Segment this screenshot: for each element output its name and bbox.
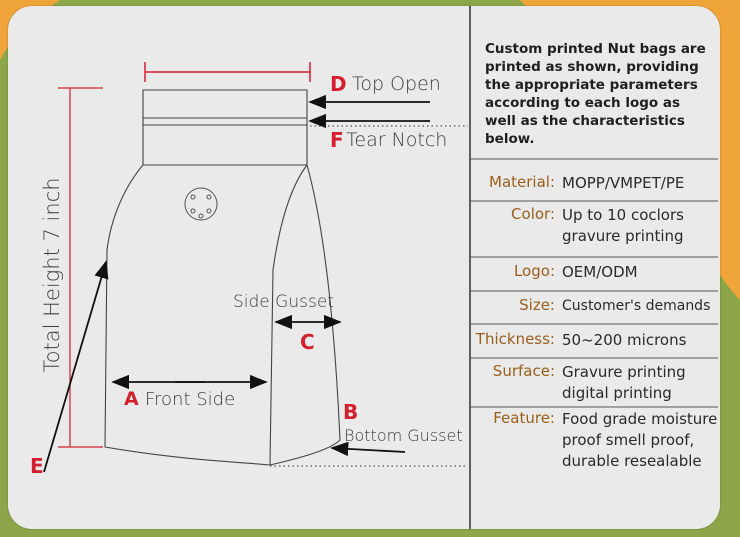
- top-open-letter: D: [330, 72, 347, 96]
- front-side-letter: A: [124, 388, 139, 410]
- side-gusset-label: Side Gusset: [233, 292, 334, 312]
- height-letter: E: [30, 454, 44, 478]
- spec-value: Customer's demands: [562, 298, 711, 314]
- spec-key: Surface:: [492, 362, 555, 380]
- spec-value: 50~200 microns: [562, 331, 687, 349]
- spec-value: Food grade moisture proof smell proof, d…: [562, 410, 718, 470]
- front-side-label: Front Side: [145, 389, 236, 410]
- spec-key: Size:: [519, 296, 555, 314]
- description-text: Custom printed Nut bags are printed as s…: [485, 41, 706, 147]
- tear-notch-letter: F: [330, 128, 344, 152]
- height-arrow: [43, 260, 109, 473]
- spec-key: Thickness:: [475, 330, 555, 348]
- total-height-label: Total Height 7 inch: [40, 177, 64, 373]
- spec-key: Feature:: [493, 409, 555, 427]
- bag-outline: [104, 89, 341, 466]
- spec-key: Color:: [511, 205, 555, 223]
- spec-separators: [470, 158, 718, 408]
- bottom-gusset-label: Bottom Gusset: [344, 426, 463, 445]
- bottom-gusset-letter: B: [343, 400, 359, 424]
- top-width-dimension: [144, 62, 311, 82]
- info-card: [8, 6, 720, 529]
- spec-key: Logo:: [513, 262, 555, 280]
- spec-value: Gravure printing digital printing: [562, 363, 686, 402]
- degassing-valve-icon: [184, 187, 218, 221]
- top-open-label: Top Open: [352, 73, 441, 95]
- height-dimension: [58, 87, 103, 448]
- tear-notch-label: Tear Notch: [346, 129, 448, 151]
- spec-key: Material:: [489, 173, 555, 191]
- side-gusset-letter: C: [300, 330, 315, 354]
- bottom-gusset-arrow: [330, 441, 406, 457]
- spec-value: Up to 10 coclors gravure printing: [562, 206, 684, 245]
- spec-value: OEM/ODM: [562, 263, 638, 281]
- spec-value: MOPP/VMPET/PE: [562, 174, 685, 192]
